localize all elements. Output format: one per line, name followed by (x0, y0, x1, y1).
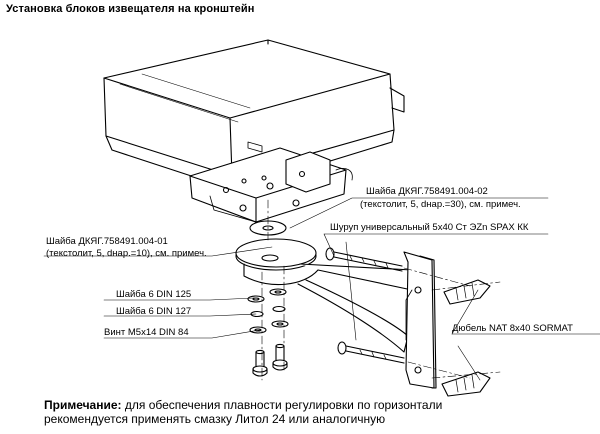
note-line-1: Примечание: для обеспечения плавности ре… (44, 398, 442, 412)
bracket (235, 238, 437, 389)
page-title: Установка блоков извещателя на кронштейн (6, 3, 255, 15)
callout-screw: Шуруп универсальный 5x40 Ст ЭZn SPAX КК (330, 222, 529, 233)
universal-screws (325, 247, 405, 364)
callout-washer-din127: Шайба 6 DIN 127 (116, 306, 191, 317)
note-label: Примечание: (44, 398, 122, 412)
washers-din125 (247, 288, 287, 303)
callout-bolt: Винт М5х14 DIN 84 (104, 327, 189, 338)
note: Примечание: для обеспечения плавности ре… (44, 398, 442, 426)
assembly-axes (261, 199, 501, 381)
callout-washer-din125: Шайба 6 DIN 125 (116, 289, 191, 300)
callout-dowel: Дюбель NAT 8x40 SORMAT (452, 323, 573, 334)
bolts-m5 (252, 343, 288, 377)
callout-washer-30: Шайба ДКЯГ.758491.004-02 (366, 186, 488, 197)
callout-washer-10-spec: (текстолит, 5, dнар.=10), см. примеч. (46, 248, 207, 259)
callout-washer-30-spec: (текстолит, 5, dнар.=30), см. примеч. (360, 199, 521, 210)
mounting-block (189, 147, 353, 223)
leader-lines (43, 197, 600, 381)
note-text-1: для обеспечения плавности регулировки по… (121, 398, 443, 412)
note-text-2: рекомендуется применять смазку Литол 24 … (44, 412, 386, 426)
washers-din127 (250, 305, 286, 318)
dowels (441, 279, 491, 397)
callout-washer-10: Шайба ДКЯГ.758491.004-01 (46, 236, 168, 247)
washers-din125-second (249, 320, 289, 334)
